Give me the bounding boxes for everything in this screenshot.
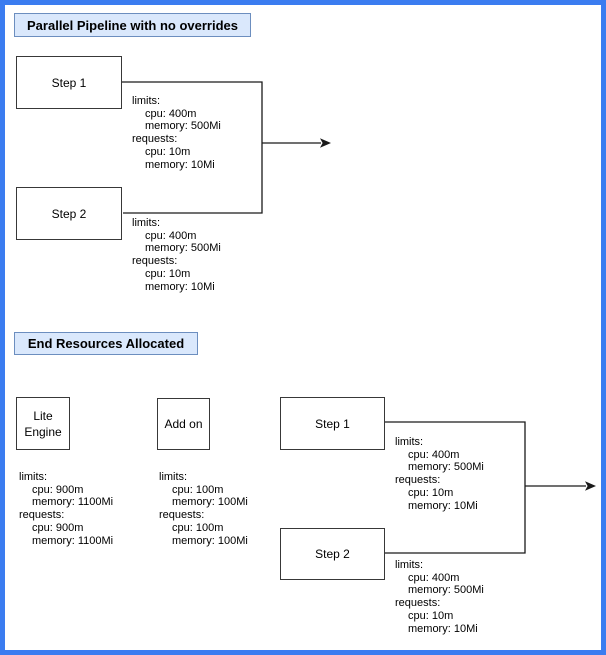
resource-line: cpu: 10m — [145, 267, 191, 280]
node-add-on: Add on — [157, 398, 210, 450]
resource-line: cpu: 10m — [408, 609, 454, 622]
node-step2-top: Step 2 — [16, 187, 122, 240]
resource-line: limits: — [395, 436, 424, 448]
resource-line: limits: — [19, 471, 48, 483]
resource-line: memory: 1100Mi — [32, 534, 114, 547]
resource-line: memory: 500Mi — [145, 242, 221, 255]
resource-line: limits: — [132, 217, 161, 229]
arrowhead-icon — [585, 481, 596, 491]
node-step2-bottom: Step 2 — [280, 528, 385, 580]
node-lite-engine: Lite Engine — [16, 397, 70, 450]
resource-line: cpu: 100m — [172, 483, 224, 496]
resource-line: requests: — [395, 474, 441, 487]
resource-line: memory: 100Mi — [172, 534, 248, 547]
resource-line: cpu: 900m — [32, 483, 84, 496]
resource-line: memory: 500Mi — [408, 461, 484, 474]
resource-line: requests: — [159, 509, 205, 522]
resource-line: memory: 100Mi — [172, 496, 248, 509]
resource-line: memory: 10Mi — [408, 499, 478, 512]
resource-line: requests: — [132, 255, 178, 268]
resource-line: cpu: 400m — [408, 571, 460, 584]
resource-line: memory: 10Mi — [408, 622, 478, 635]
resource-line: memory: 500Mi — [408, 584, 484, 597]
resource-line: memory: 1100Mi — [32, 496, 114, 509]
resource-line: requests: — [19, 509, 65, 522]
node-label-line: Engine — [24, 424, 62, 439]
resource-line: limits: — [159, 471, 188, 483]
resource-line: cpu: 400m — [145, 107, 197, 120]
resource-line: cpu: 400m — [145, 229, 197, 242]
section-title-parallel-pipeline: Parallel Pipeline with no overrides — [14, 13, 251, 37]
top-connector-path — [122, 81, 263, 214]
node-step1-top: Step 1 — [16, 56, 122, 109]
resource-line: cpu: 900m — [32, 521, 84, 534]
resource-line: memory: 10Mi — [145, 280, 215, 293]
section-title-end-resources: End Resources Allocated — [14, 332, 198, 355]
node-label: Lite Engine — [24, 408, 61, 440]
resource-line: memory: 10Mi — [145, 158, 215, 171]
resource-line: limits: — [132, 95, 161, 107]
resource-line: cpu: 10m — [145, 145, 191, 158]
resource-line: memory: 500Mi — [145, 120, 221, 133]
resource-line: cpu: 10m — [408, 486, 454, 499]
resource-line: requests: — [132, 133, 178, 146]
resource-line: cpu: 400m — [408, 448, 460, 461]
bottom-connector-path — [385, 421, 526, 554]
resource-line: cpu: 100m — [172, 521, 224, 534]
resource-line: limits: — [395, 559, 424, 571]
arrowhead-icon — [320, 138, 331, 148]
resource-line: requests: — [395, 597, 441, 610]
node-step1-bottom: Step 1 — [280, 397, 385, 450]
node-label-line: Lite — [33, 408, 53, 423]
